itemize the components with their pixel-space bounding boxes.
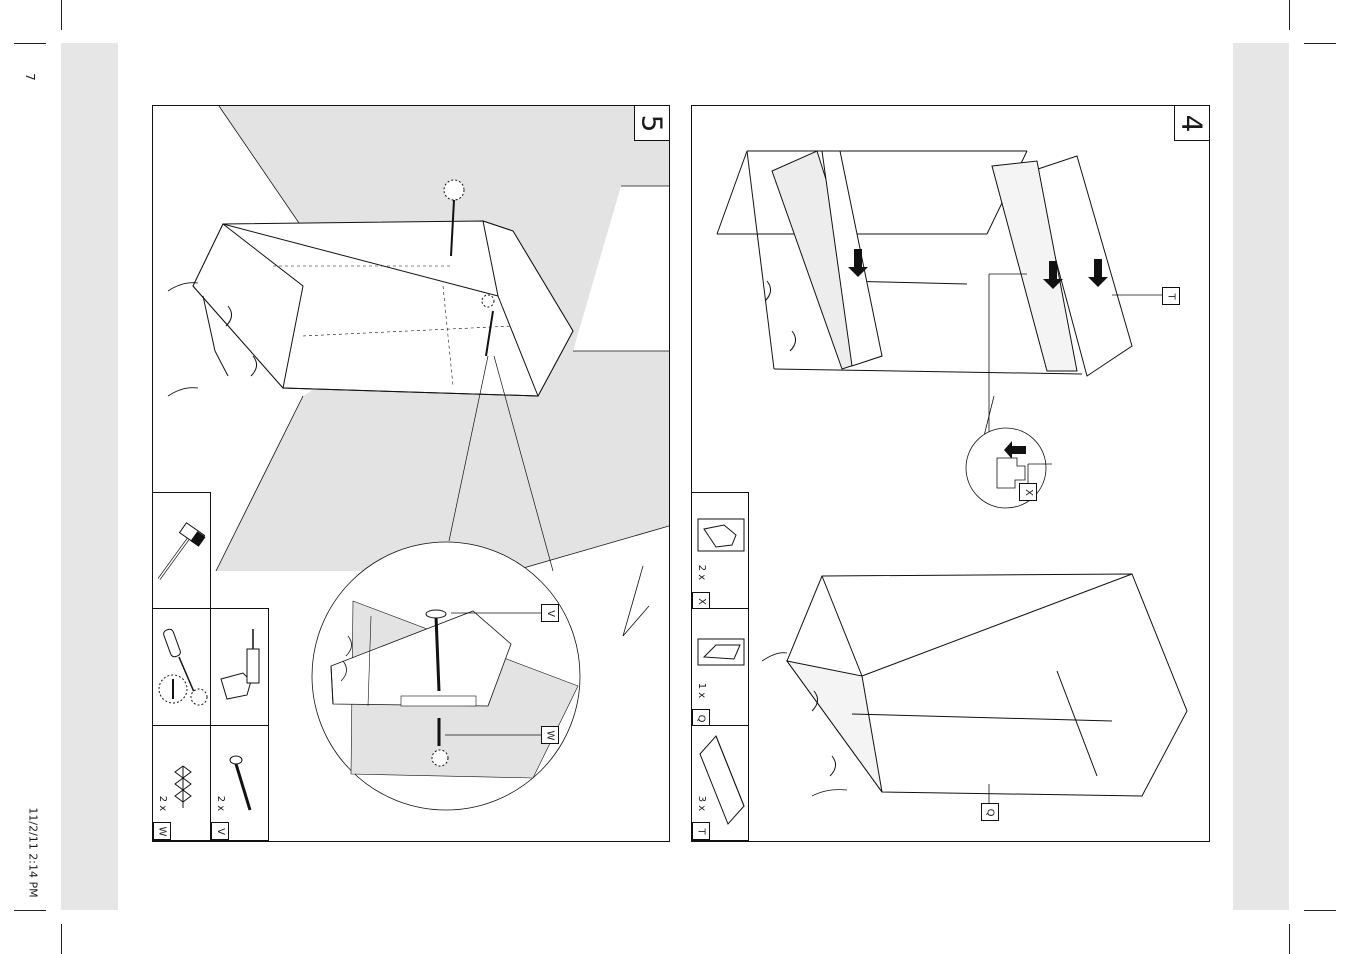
hammer-icon <box>157 522 206 580</box>
part-qty: 1 x <box>696 682 708 699</box>
callout-label-bracket: X <box>1019 483 1037 501</box>
part-cell-shelf-board: 3 x T <box>691 725 749 841</box>
part-qty: 2 x <box>157 795 169 812</box>
left-sidebar <box>61 43 118 910</box>
step-number: 4 <box>1174 106 1209 141</box>
callout-label-shelf: T <box>1162 287 1180 305</box>
step-5-panel: 5 V W <box>152 105 670 842</box>
part-qty: 3 x <box>696 795 708 812</box>
callout-label-screw: V <box>541 604 559 622</box>
part-cell-bracket: 2 x X <box>691 492 749 610</box>
part-cell-wall-plug: 2 x W <box>152 725 211 841</box>
part-label: V <box>211 822 229 840</box>
part-qty: 2 x <box>696 564 708 581</box>
screwdriver-icon <box>158 628 208 706</box>
part-label: W <box>153 822 171 840</box>
wall-plug-icon <box>174 765 192 808</box>
crop-mark <box>61 924 62 954</box>
screwdriver-tool-cell <box>152 608 211 726</box>
crop-mark <box>1304 43 1336 44</box>
part-label: T <box>692 822 710 840</box>
crop-mark <box>14 910 46 911</box>
drill-icon <box>220 629 260 700</box>
print-stamp: 11/2/11 2:14 PM <box>26 807 40 898</box>
shelf-board-icon <box>699 735 745 825</box>
crop-mark <box>14 43 46 44</box>
part-cell-screw: 2 x V <box>210 725 269 841</box>
bracket-icon <box>697 518 745 552</box>
crop-mark <box>1289 924 1290 954</box>
step-5-illustration <box>167 106 669 811</box>
part-cell-cover: 1 x Q <box>691 608 749 727</box>
screw-icon <box>229 755 252 811</box>
crop-mark <box>61 0 62 30</box>
cover-icon <box>697 638 745 666</box>
step-4-panel: 4 T X Q <box>691 105 1210 842</box>
crop-mark <box>1289 0 1290 30</box>
drill-tool-cell <box>210 608 269 726</box>
step-4-illustration <box>716 150 1188 803</box>
callout-label-cover: Q <box>981 803 999 821</box>
crop-mark <box>1304 910 1336 911</box>
step-number: 5 <box>634 106 669 141</box>
part-qty: 2 x <box>215 795 227 812</box>
hammer-tool-cell <box>152 492 211 609</box>
margin-page-number: 7 <box>22 73 37 81</box>
right-sidebar <box>1233 43 1289 910</box>
callout-label-plug: W <box>541 726 559 744</box>
